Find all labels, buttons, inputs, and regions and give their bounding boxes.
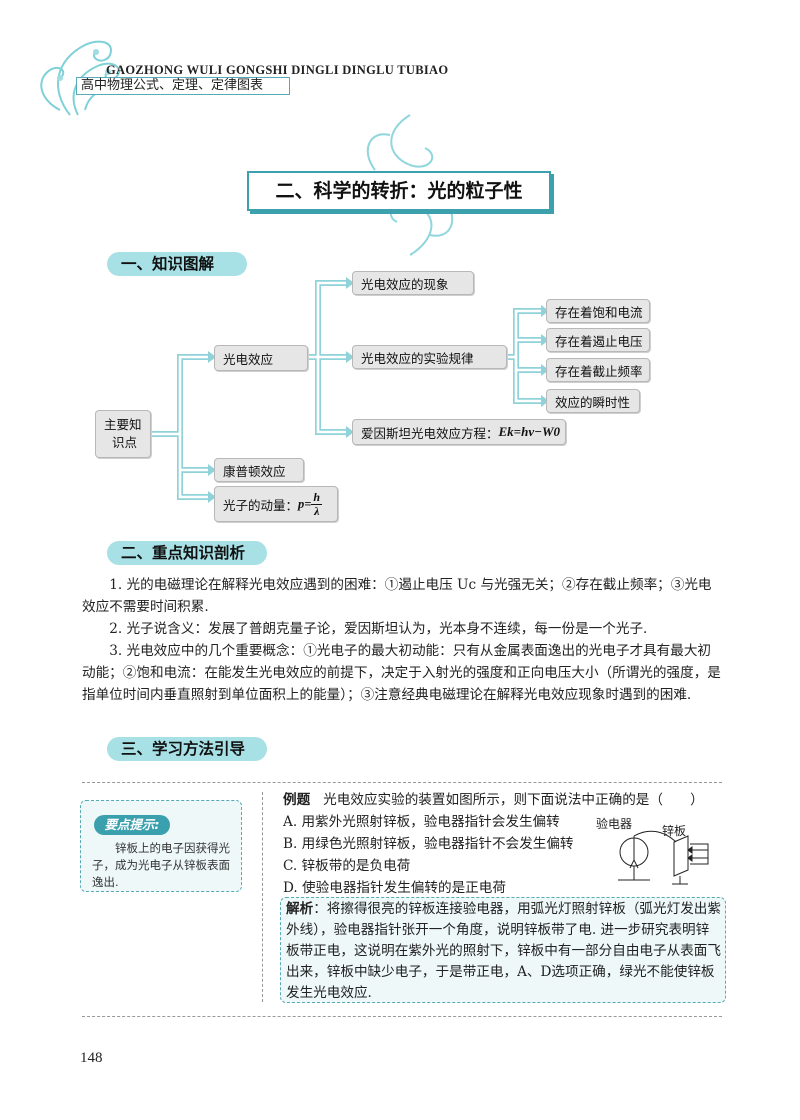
- solution-text: 解析：将擦得很亮的锌板连接验电器，用弧光灯照射锌板（弧光灯发出紫外线），验电器指…: [286, 899, 722, 1004]
- example-question-text: 光电效应实验的装置如图所示，则下面说法中正确的是（ ）: [323, 792, 704, 808]
- electroscope-apparatus-figure: [618, 830, 709, 885]
- diagram-node-instant: 效应的瞬时性: [546, 389, 640, 413]
- diagram-node-compton: 康普顿效应: [214, 458, 304, 482]
- figure-label-plate: 锌板: [662, 824, 687, 838]
- analysis-paragraph-3: 3. 光电效应中的几个重要概念：①光电子的最大初动能：只有从金属表面逸出的光电子…: [82, 643, 721, 703]
- diagram-node-laws: 光电效应的实验规律: [352, 345, 507, 369]
- figure-label-electroscope: 验电器: [596, 817, 633, 831]
- momentum-fraction: h λ: [311, 489, 323, 518]
- divider-vertical: [262, 792, 263, 1002]
- diagram-node-einstein: 爱因斯坦光电效应方程： Ek=hν−W0: [352, 419, 566, 445]
- tip-text: 锌板上的电子因获得光子，成为光电子从锌板表面逸出.: [92, 841, 230, 889]
- example-question: 例题 光电效应实验的装置如图所示，则下面说法中正确的是（ ）: [283, 790, 704, 810]
- root-line-2: 识点: [112, 435, 138, 450]
- root-line-1: 主要知: [104, 417, 142, 432]
- momentum-lhs: p=: [298, 496, 312, 511]
- option-d: D. 使验电器指针发生偏转的是正电荷: [283, 880, 506, 896]
- divider-top: [82, 782, 722, 783]
- diagram-node-cutoff: 存在着截止频率: [546, 358, 650, 382]
- tip-badge: 要点提示:: [94, 815, 170, 835]
- option-c: C. 锌板带的是负电荷: [283, 858, 411, 874]
- diagram-node-phenomenon: 光电效应的现象: [352, 271, 474, 295]
- einstein-formula: Ek=hν−W0: [498, 424, 561, 439]
- section-header-method-guide: 三、学习方法引导: [107, 737, 267, 761]
- solution-body: ：将擦得很亮的锌板连接验电器，用弧光灯照射锌板（弧光灯发出紫外线），验电器指针张…: [286, 901, 721, 1001]
- page-number: 148: [80, 1050, 103, 1066]
- diagram-node-photoelectric: 光电效应: [214, 345, 308, 371]
- diagram-connectors: [150, 277, 549, 503]
- example-label: 例题: [283, 792, 311, 808]
- solution-box: [280, 897, 726, 1003]
- analysis-paragraph-1: 1. 光的电磁理论在解释光电效应遇到的困难：①遏止电压 Uc 与光强无关；②存在…: [82, 577, 712, 615]
- momentum-denominator: λ: [314, 503, 320, 518]
- solution-label: 解析: [286, 901, 314, 917]
- divider-bottom: [82, 1016, 722, 1017]
- chapter-title: 二、科学的转折：光的粒子性: [247, 171, 551, 211]
- diagram-node-stopping: 存在着遏止电压: [546, 328, 650, 352]
- diagram-node-momentum: 光子的动量： p= h λ: [214, 486, 338, 522]
- section-header-key-analysis: 二、重点知识剖析: [107, 541, 267, 565]
- section-header-knowledge-diagram: 一、知识图解: [107, 252, 247, 276]
- option-a: A. 用紫外光照射锌板，验电器指针会发生偏转: [283, 814, 560, 830]
- option-b: B. 用绿色光照射锌板，验电器指针不会发生偏转: [283, 836, 574, 852]
- header-chinese: 高中物理公式、定理、定律图表: [76, 77, 290, 95]
- analysis-paragraph-2: 2. 光子说含义：发展了普朗克量子论，爱因斯坦认为，光本身不连续，每一份是一个光…: [109, 621, 648, 637]
- momentum-label: 光子的动量：: [223, 497, 299, 513]
- diagram-node-root: 主要知 识点: [95, 410, 151, 458]
- header-english: GAOZHONG WULI GONGSHI DINGLI DINGLU TUBI…: [106, 63, 449, 77]
- momentum-numerator: h: [311, 489, 323, 505]
- einstein-label: 爱因斯坦光电效应方程：: [361, 425, 499, 441]
- diagram-node-saturation: 存在着饱和电流: [546, 299, 650, 323]
